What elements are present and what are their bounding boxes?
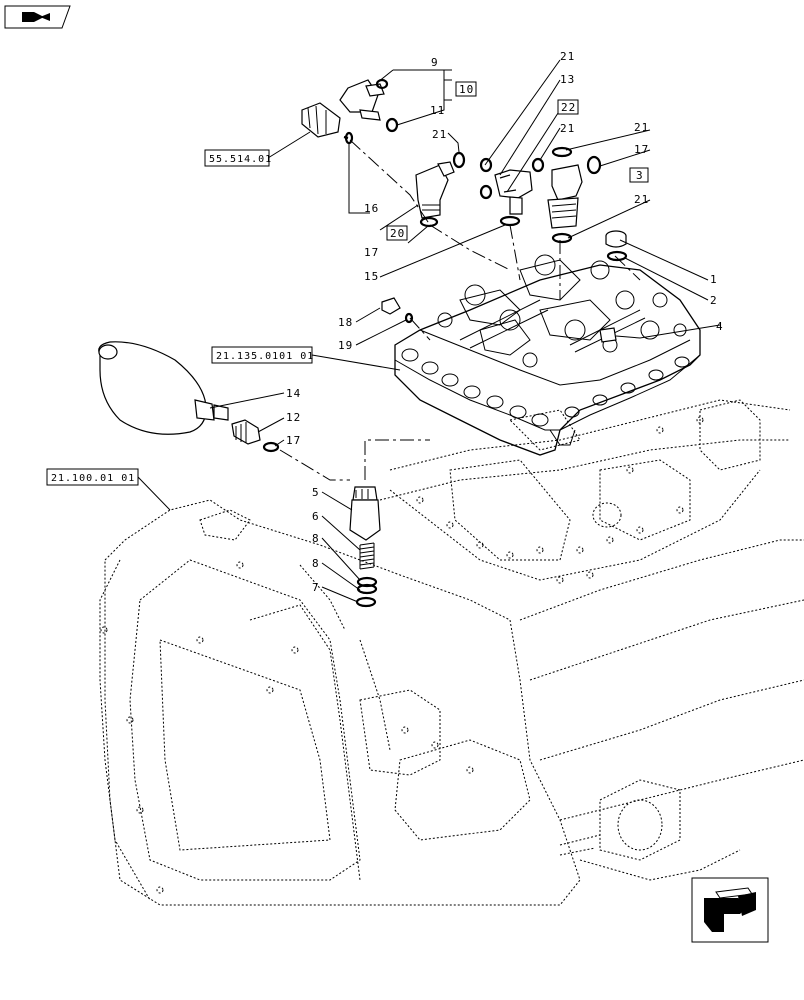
o-ring bbox=[452, 151, 466, 169]
callout-21e: 21 bbox=[634, 193, 649, 206]
svg-text:21.135.0101 01[interactable]: 21.135.0101 01 bbox=[216, 351, 314, 362]
callout-14: 14 bbox=[286, 387, 301, 400]
pressure-switch bbox=[301, 102, 341, 138]
control-valve-block bbox=[394, 254, 701, 456]
callout-21a: 21 bbox=[432, 128, 447, 141]
o-ring bbox=[479, 157, 493, 173]
callout-16: 16 bbox=[364, 202, 379, 215]
adapter-fitting bbox=[231, 419, 261, 445]
callout-17a: 17 bbox=[634, 143, 649, 156]
relief-valve bbox=[349, 486, 381, 541]
callout-11: 11 bbox=[430, 104, 445, 117]
callout-7: 7 bbox=[312, 581, 320, 594]
o-ring bbox=[551, 146, 573, 158]
o-ring bbox=[385, 117, 399, 133]
transmission-housing bbox=[99, 399, 804, 906]
o-ring bbox=[479, 184, 493, 200]
callout-12: 12 bbox=[286, 411, 301, 424]
elbow-fitting bbox=[339, 79, 385, 121]
callout-6: 6 bbox=[312, 510, 320, 523]
callout-3: 3 bbox=[636, 169, 644, 182]
bleed-screw bbox=[381, 297, 401, 315]
assembly-centerlines bbox=[279, 139, 641, 481]
callout-2: 2 bbox=[710, 294, 718, 307]
reference-21-135-0101-01[interactable]: 21.135.0101 01 bbox=[211, 346, 314, 364]
callout-numbers: 9 10 11 21 21 13 22 21 21 17 3 21 1 2 4 … bbox=[286, 50, 724, 594]
o-ring bbox=[606, 250, 628, 262]
callout-20-box bbox=[386, 225, 408, 241]
callout-8b: 8 bbox=[312, 557, 320, 570]
o-ring bbox=[499, 215, 521, 227]
spring bbox=[359, 542, 375, 570]
tee-fitting-3 bbox=[547, 164, 583, 229]
svg-text:21.100.01 01[interactable]: 21.100.01 01 bbox=[51, 473, 135, 484]
reference-21-100-01-01[interactable]: 21.100.01 01 bbox=[46, 468, 139, 486]
o-ring bbox=[419, 216, 439, 228]
callout-1: 1 bbox=[710, 273, 718, 286]
callout-21d: 21 bbox=[634, 121, 649, 134]
callout-17c: 17 bbox=[286, 434, 301, 447]
callout-22-box bbox=[557, 99, 579, 115]
callout-8a: 8 bbox=[312, 532, 320, 545]
reference-55-514-01[interactable]: 55.514.01 bbox=[204, 149, 272, 167]
book-pointer-icon[interactable] bbox=[4, 5, 71, 29]
o-ring bbox=[404, 312, 414, 324]
leader-lines bbox=[137, 59, 721, 603]
o-ring bbox=[551, 232, 573, 244]
svg-text:55.514.01[interactable]: 55.514.01 bbox=[209, 154, 272, 165]
callout-21b: 21 bbox=[560, 50, 575, 63]
callout-3-box bbox=[629, 167, 649, 183]
callout-9: 9 bbox=[431, 56, 439, 69]
callout-18: 18 bbox=[338, 316, 353, 329]
sensor bbox=[599, 327, 617, 343]
callout-20: 20 bbox=[390, 227, 405, 240]
callout-22: 22 bbox=[561, 101, 576, 114]
callout-10-box bbox=[455, 81, 477, 97]
plug bbox=[605, 230, 627, 248]
callout-19: 19 bbox=[338, 339, 353, 352]
callout-17b: 17 bbox=[364, 246, 379, 259]
callout-13: 13 bbox=[560, 73, 575, 86]
tee-fitting bbox=[494, 169, 533, 215]
o-ring bbox=[262, 441, 280, 453]
accumulator bbox=[98, 341, 229, 435]
elbow-fitting-20 bbox=[415, 161, 455, 219]
o-ring bbox=[531, 157, 545, 173]
o-ring bbox=[375, 78, 389, 90]
callout-15: 15 bbox=[364, 270, 379, 283]
o-ring bbox=[586, 155, 602, 175]
callout-4: 4 bbox=[716, 320, 724, 333]
callout-21c: 21 bbox=[560, 122, 575, 135]
view-direction-arrow-icon[interactable] bbox=[691, 877, 769, 943]
callout-5: 5 bbox=[312, 486, 320, 499]
o-ring bbox=[355, 596, 377, 608]
callout-10: 10 bbox=[459, 83, 474, 96]
